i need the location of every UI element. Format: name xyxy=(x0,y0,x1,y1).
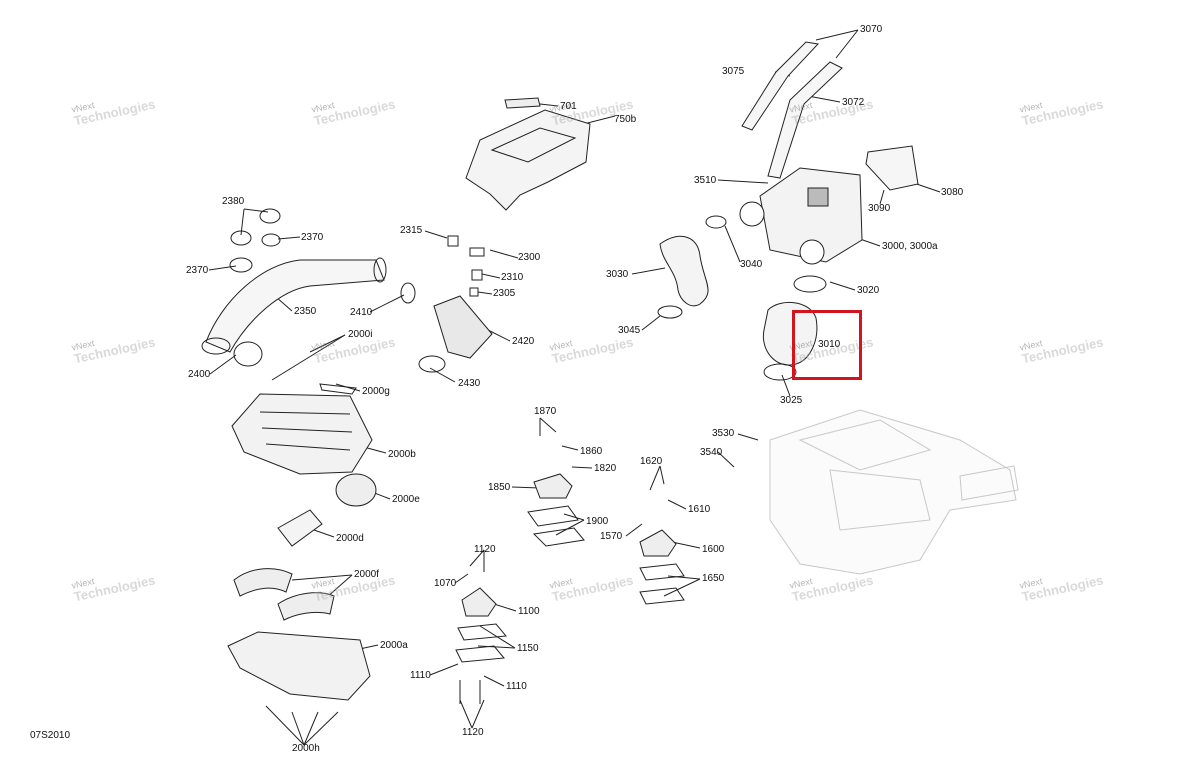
selected-part-highlight[interactable] xyxy=(792,310,862,380)
part-label-701[interactable]: 701 xyxy=(560,101,577,112)
part-label-1620[interactable]: 1620 xyxy=(640,456,663,467)
part-label-3075[interactable]: 3075 xyxy=(722,66,745,77)
part-label-3080[interactable]: 3080 xyxy=(941,187,964,198)
part-label-3030[interactable]: 3030 xyxy=(606,269,629,280)
part-label-1570[interactable]: 1570 xyxy=(600,531,623,542)
part-label-3510[interactable]: 3510 xyxy=(694,175,717,186)
part-label-750b[interactable]: 750b xyxy=(614,114,637,125)
part-label-1900[interactable]: 1900 xyxy=(586,516,609,527)
part-label-2000e[interactable]: 2000e xyxy=(392,494,420,505)
part-label-3020[interactable]: 3020 xyxy=(857,285,880,296)
part-label-3072[interactable]: 3072 xyxy=(842,97,865,108)
part-label-1850[interactable]: 1850 xyxy=(488,482,511,493)
part-label-1600[interactable]: 1600 xyxy=(702,544,725,555)
part-label-3070[interactable]: 3070 xyxy=(860,24,883,35)
part-label-3090[interactable]: 3090 xyxy=(868,203,891,214)
part-label-2420[interactable]: 2420 xyxy=(512,336,535,347)
part-label-2430[interactable]: 2430 xyxy=(458,378,481,389)
part-label-3000[interactable]: 3000, 3000a xyxy=(882,241,938,252)
part-label-3530[interactable]: 3530 xyxy=(712,428,735,439)
part-label-1820[interactable]: 1820 xyxy=(594,463,617,474)
part-label-2305[interactable]: 2305 xyxy=(493,288,516,299)
part-label-2370[interactable]: 2370 xyxy=(186,265,209,276)
part-label-1870[interactable]: 1870 xyxy=(534,406,557,417)
part-label-2380[interactable]: 2380 xyxy=(222,196,245,207)
part-label-2310[interactable]: 2310 xyxy=(501,272,524,283)
part-label-2000b[interactable]: 2000b xyxy=(388,449,416,460)
part-label-1150[interactable]: 1150 xyxy=(517,643,539,654)
part-label-2400[interactable]: 2400 xyxy=(188,369,211,380)
part-label-2350[interactable]: 2350 xyxy=(294,306,317,317)
part-label-3540[interactable]: 3540 xyxy=(700,447,723,458)
part-label-2000i[interactable]: 2000i xyxy=(348,329,373,340)
part-label-1100[interactable]: 1100 xyxy=(518,606,540,617)
part-label-2000g[interactable]: 2000g xyxy=(362,386,390,397)
part-label-2000d[interactable]: 2000d xyxy=(336,533,364,544)
part-label-2300[interactable]: 2300 xyxy=(518,252,541,263)
part-label-3010[interactable]: 3010 xyxy=(818,339,841,350)
part-label-2315[interactable]: 2315 xyxy=(400,225,423,236)
part-label-3040[interactable]: 3040 xyxy=(740,259,763,270)
part-label-1650[interactable]: 1650 xyxy=(702,573,725,584)
part-label-1120[interactable]: 1120 xyxy=(474,544,496,555)
part-label-2000a[interactable]: 2000a xyxy=(380,640,408,651)
part-label-1120[interactable]: 1120 xyxy=(462,727,484,738)
part-label-2370[interactable]: 2370 xyxy=(301,232,324,243)
part-label-1110[interactable]: 1110 xyxy=(506,681,527,692)
part-label-1110[interactable]: 1110 xyxy=(410,670,431,681)
part-label-1070[interactable]: 1070 xyxy=(434,578,457,589)
diagram-code: 07S2010 xyxy=(30,730,71,741)
part-label-3045[interactable]: 3045 xyxy=(618,325,641,336)
part-label-2000h[interactable]: 2000h xyxy=(292,743,320,754)
part-label-1610[interactable]: 1610 xyxy=(688,504,711,515)
part-label-1860[interactable]: 1860 xyxy=(580,446,603,457)
part-label-2000f[interactable]: 2000f xyxy=(354,569,380,580)
part-label-3025[interactable]: 3025 xyxy=(780,395,803,406)
part-label-2410[interactable]: 2410 xyxy=(350,307,373,318)
